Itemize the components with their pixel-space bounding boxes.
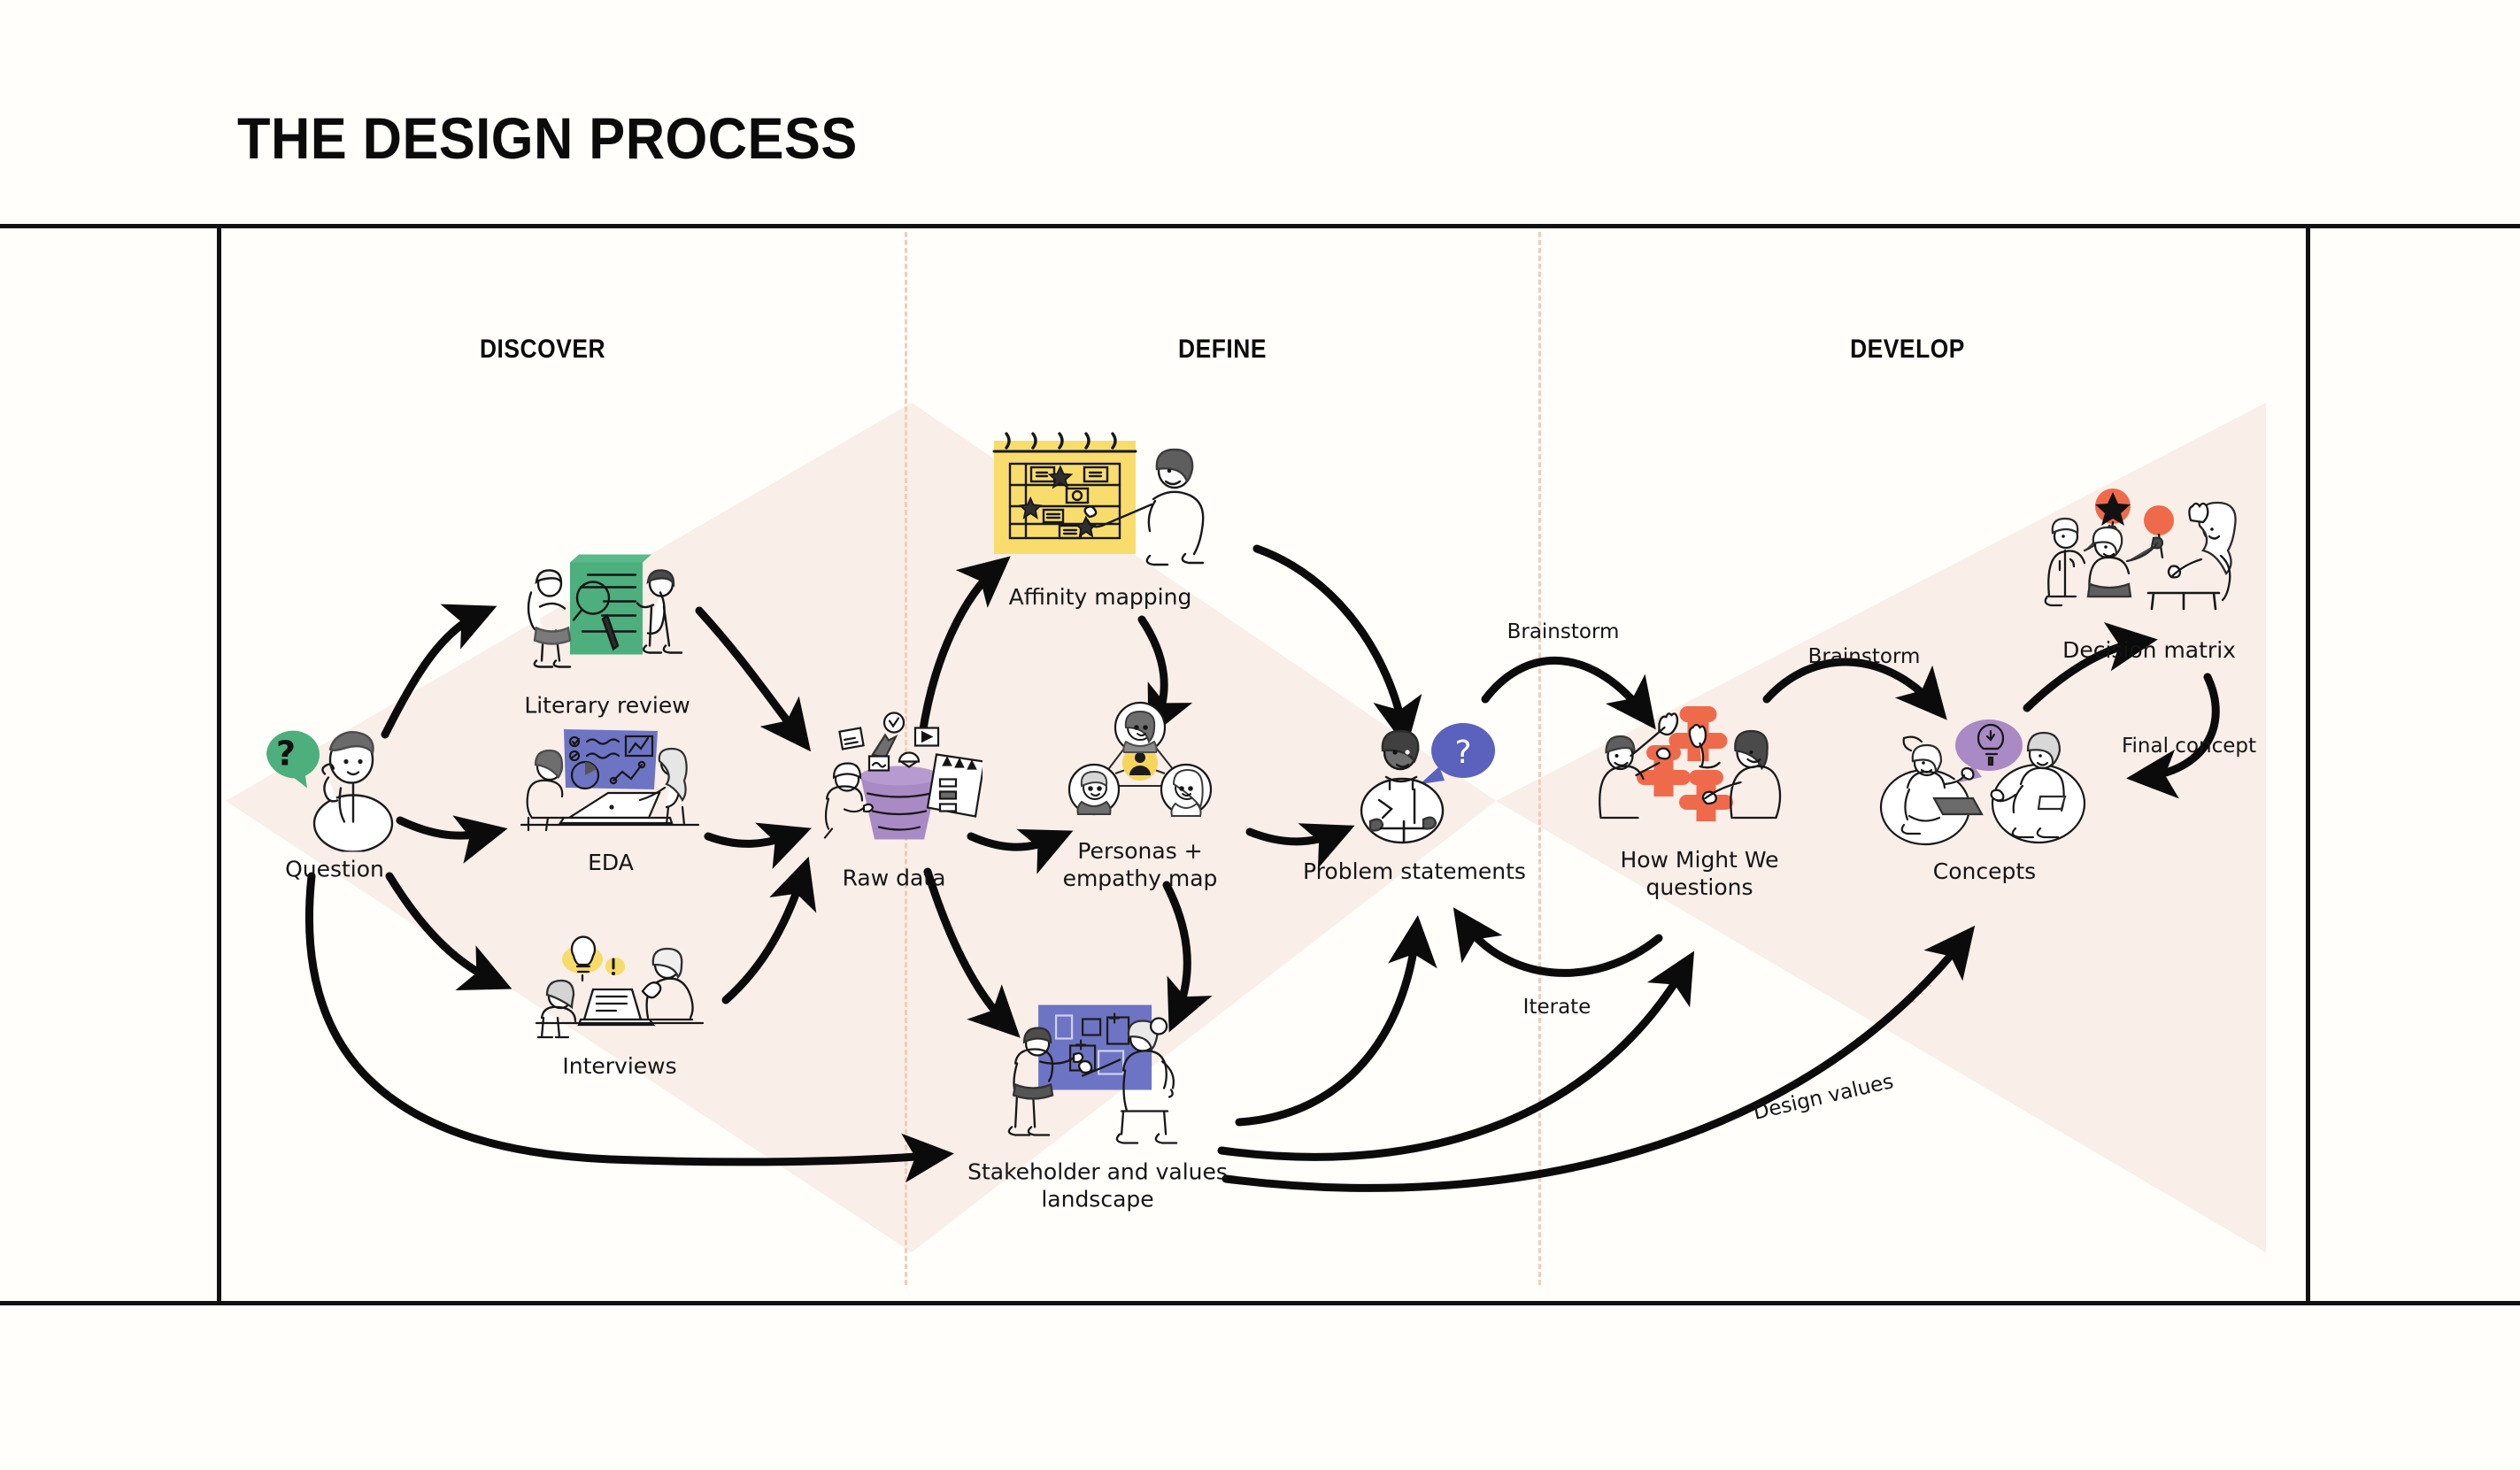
node-question[interactable]: ? Question — [259, 720, 410, 883]
persona-network-icon — [1067, 701, 1213, 817]
svg-text:?: ? — [276, 735, 296, 773]
beanbag-idea-people-icon — [1879, 720, 2086, 846]
arrow-eda-to-rawdata — [704, 822, 812, 869]
node-literary-review[interactable]: Literary review — [519, 547, 696, 720]
node-label: Personas + empathy map — [1062, 838, 1218, 891]
node-label: Question — [285, 856, 384, 882]
node-label: Raw data — [842, 865, 946, 891]
node-interviews[interactable]: Interviews — [531, 929, 708, 1080]
node-problem-statements[interactable]: ? Problem statements — [1303, 717, 1526, 885]
question-bubble-person-icon: ? — [266, 730, 394, 852]
edge-label-brainstorm-2: Brainstorm — [1807, 645, 1921, 668]
phase-header-develop: DEVELOP — [1850, 335, 1965, 364]
voting-paddles-people-icon — [2044, 489, 2237, 611]
node-label: Problem statements — [1303, 858, 1526, 884]
node-raw-data[interactable]: Raw data — [805, 711, 983, 892]
node-personas-empathy-map[interactable]: Personas + empathy map — [1052, 701, 1229, 892]
node-affinity-mapping[interactable]: Affinity mapping — [985, 425, 1215, 611]
page-title: THE DESIGN PROCESS — [237, 105, 858, 171]
arrow-affinity-to-problem — [1252, 544, 1422, 749]
arrow-personas-to-stakeholder — [1162, 881, 1213, 1033]
arrow-question-to-eda — [396, 815, 508, 864]
arrow-stakeholder-to-hmw — [1217, 950, 1695, 1161]
node-label: EDA — [588, 850, 634, 875]
node-eda[interactable]: EDA — [518, 726, 704, 876]
puzzle-people-icon — [1599, 706, 1782, 821]
node-label: Stakeholder and values landscape — [967, 1158, 1228, 1212]
arrow-interviews-to-rawdata — [721, 856, 817, 1004]
arrow-hmw-to-problem — [1453, 907, 1663, 977]
svg-text:?: ? — [1454, 735, 1471, 771]
arrow-decision-to-concepts — [2126, 673, 2220, 799]
node-concepts[interactable]: Concepts — [1874, 717, 2095, 885]
edge-label-iterate: Iterate — [1522, 996, 1591, 1019]
node-decision-matrix[interactable]: Decision matrix — [2038, 487, 2260, 664]
edge-label-design-values: Design values — [1751, 1070, 1896, 1125]
arrow-rawdata-to-personas — [967, 828, 1074, 874]
dashboard-laptop-people-icon — [520, 729, 700, 832]
node-label: Interviews — [562, 1053, 677, 1079]
node-label: Concepts — [1932, 858, 2037, 884]
node-label: How Might We questions — [1620, 847, 1779, 900]
arrow-stakeholder-to-problem — [1235, 915, 1437, 1127]
board-sticky-people-icon — [1007, 1004, 1178, 1144]
edge-label-brainstorm-1: Brainstorm — [1507, 620, 1620, 643]
phase-header-discover: DISCOVER — [479, 335, 606, 364]
funnel-data-icon — [823, 712, 983, 840]
node-how-might-we-questions[interactable]: How Might We questions — [1596, 701, 1804, 901]
flipchart-board-person-icon — [992, 432, 1205, 566]
bottom-rule — [0, 1301, 2520, 1305]
node-label: Literary review — [524, 692, 690, 719]
right-rule — [2306, 224, 2310, 1305]
phase-divider-define-develop — [1538, 232, 1541, 1285]
document-magnifier-people-icon — [527, 554, 683, 668]
arrow-question-to-interviews — [385, 872, 512, 990]
edge-label-final-concept: Final concept — [2121, 735, 2257, 758]
node-label: Affinity mapping — [1008, 584, 1192, 610]
person-question-bubble-icon: ? — [1360, 723, 1495, 844]
arrow-literary-to-rawdata — [695, 606, 812, 752]
left-rule — [217, 224, 221, 1305]
top-rule — [0, 224, 2520, 228]
interview-desk-people-icon — [535, 935, 705, 1039]
node-stakeholder-values-landscape[interactable]: Stakeholder and values landscape — [967, 1000, 1228, 1213]
arrow-question-to-literary — [381, 604, 497, 739]
phase-header-define: DEFINE — [1178, 335, 1267, 364]
arrow-stakeholder-to-concepts — [1221, 925, 1976, 1192]
node-label: Decision matrix — [2062, 637, 2236, 663]
